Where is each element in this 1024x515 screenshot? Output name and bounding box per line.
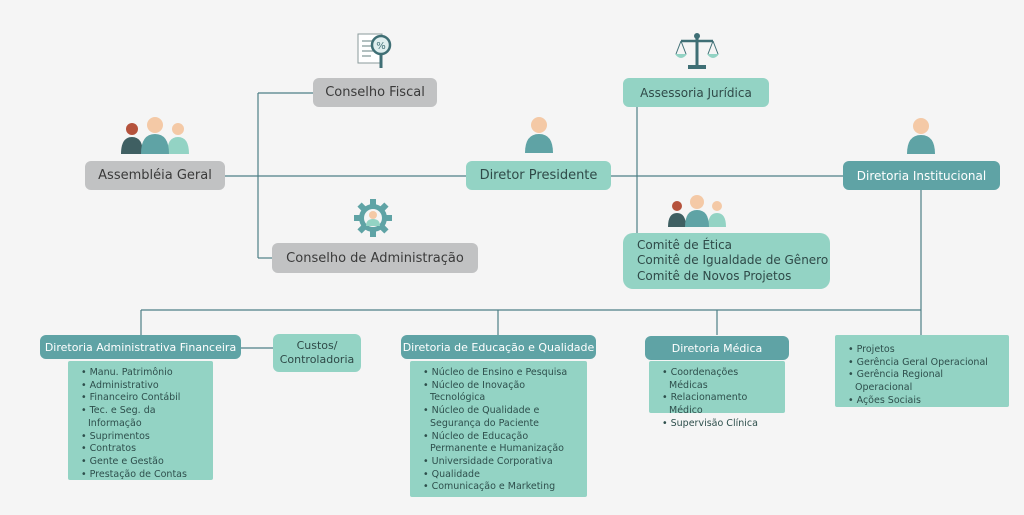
person-icon <box>525 117 553 153</box>
list-item: Gerência Geral Operacional <box>845 357 1001 370</box>
list-item: Suprimentos <box>78 431 205 444</box>
scales-icon <box>675 33 719 69</box>
svg-text:%: % <box>376 41 386 52</box>
list-item: Núcleo de Educação Permanente e Humaniza… <box>420 431 579 456</box>
diretoria-medica-header: Diretoria Médica <box>645 336 789 360</box>
custos-controladoria-box: Custos/ Controladoria <box>273 334 361 372</box>
assembleia-geral-label: Assembléia Geral <box>98 168 212 183</box>
list-item: Prestação de Contas <box>78 469 205 482</box>
diretoria-educacao-title: Diretoria de Educação e Qualidade <box>402 340 595 354</box>
list-item: Coordenações Médicas <box>659 367 777 392</box>
conselho-fiscal-label: Conselho Fiscal <box>325 85 425 100</box>
list-item: Manu. Patrimônio <box>78 367 205 380</box>
list-item: Supervisão Clínica <box>659 418 777 431</box>
assessoria-juridica-box: Assessoria Jurídica <box>623 78 769 107</box>
people-group-icon <box>668 195 726 227</box>
comite-novos-projetos: Comitê de Novos Projetos <box>637 268 792 283</box>
list-item: Tec. e Seg. da Informação <box>78 405 205 430</box>
assembleia-geral-box: Assembléia Geral <box>85 161 225 190</box>
diretoria-financeira-title: Diretoria Administrativa Financeira <box>44 340 237 354</box>
diretor-presidente-box: Diretor Presidente <box>466 161 611 190</box>
list-item: Ações Sociais <box>845 395 1001 408</box>
diretoria-institucional-list: Projetos Gerência Geral Operacional Gerê… <box>835 335 1009 407</box>
gear-person-icon <box>354 199 392 237</box>
list-item: Comunicação e Marketing <box>420 481 579 494</box>
diretoria-medica-list: Coordenações Médicas Relacionamento Médi… <box>649 361 785 429</box>
list-item: Projetos <box>845 344 1001 357</box>
list-item: Relacionamento Médico <box>659 392 777 417</box>
diretoria-institucional-box: Diretoria Institucional <box>843 161 1000 190</box>
diretoria-educacao-list: Núcleo de Ensino e Pesquisa Núcleo de In… <box>410 361 587 497</box>
people-group-icon <box>121 117 189 154</box>
person-icon <box>907 118 935 154</box>
conselho-fiscal-box: Conselho Fiscal <box>313 78 437 107</box>
list-item: Qualidade <box>420 469 579 482</box>
list-item: Núcleo de Ensino e Pesquisa <box>420 367 579 380</box>
diretoria-financeira-list: Manu. Patrimônio Administrativo Financei… <box>68 361 213 480</box>
custos-label: Custos/ <box>296 339 338 352</box>
diretoria-financeira-header: Diretoria Administrativa Financeira <box>40 335 241 359</box>
comite-igualdade-genero: Comitê de Igualdade de Gênero <box>637 253 829 268</box>
list-item: Administrativo <box>78 380 205 393</box>
list-item: Universidade Corporativa <box>420 456 579 469</box>
document-percent-icon: % <box>357 33 392 68</box>
list-item: Gerência Regional Operacional <box>845 369 1001 394</box>
assessoria-juridica-label: Assessoria Jurídica <box>640 85 752 100</box>
comite-etica: Comitê de Ética <box>637 237 733 252</box>
comites-box: Comitê de Ética Comitê de Igualdade de G… <box>623 233 830 289</box>
diretoria-medica-title: Diretoria Médica <box>671 341 763 355</box>
diretor-presidente-label: Diretor Presidente <box>479 168 598 183</box>
conselho-administracao-box: Conselho de Administração <box>272 243 478 273</box>
diretoria-educacao-header: Diretoria de Educação e Qualidade <box>401 335 596 359</box>
list-item: Gente e Gestão <box>78 456 205 469</box>
list-item: Contratos <box>78 443 205 456</box>
conselho-administracao-label: Conselho de Administração <box>286 250 464 266</box>
list-item: Financeiro Contábil <box>78 392 205 405</box>
list-item: Núcleo de Inovação Tecnológica <box>420 380 579 405</box>
list-item: Núcleo de Qualidade e Segurança do Pacie… <box>420 405 579 430</box>
controladoria-label: Controladoria <box>279 353 355 366</box>
diretoria-institucional-label: Diretoria Institucional <box>856 168 987 183</box>
